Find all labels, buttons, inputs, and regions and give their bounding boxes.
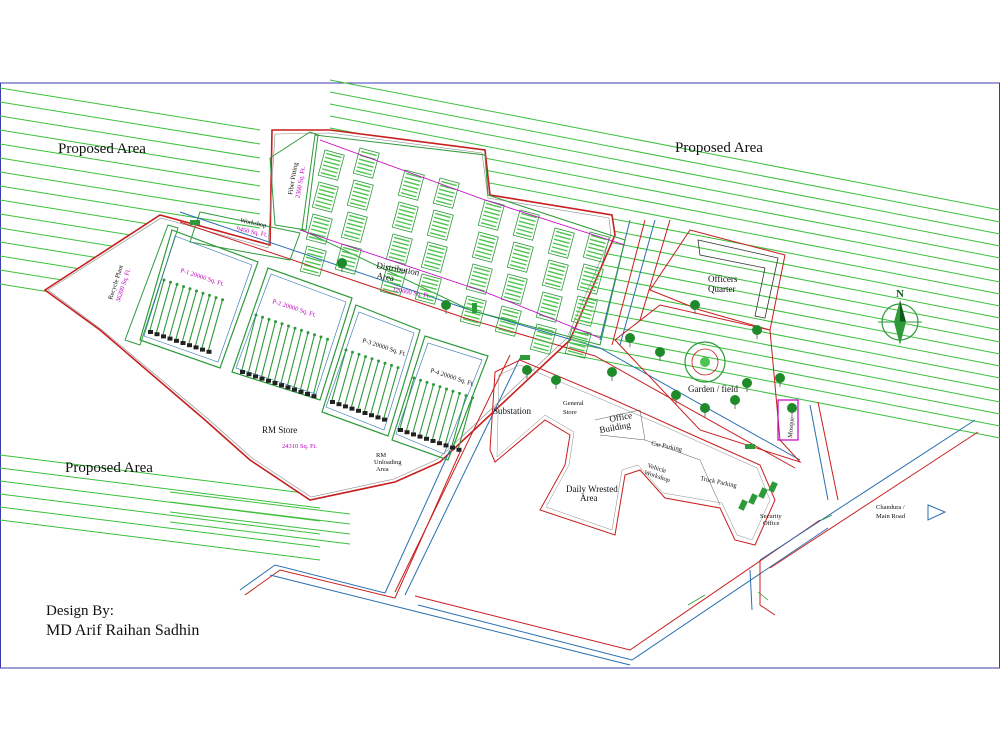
- general-store-label-line2: Store: [563, 409, 577, 416]
- distribution-rack: [529, 323, 557, 355]
- main-road-label: Chandura /: [876, 504, 905, 511]
- proposed-area-label-bottom-left: Proposed Area: [65, 460, 153, 476]
- security-office-label: Security: [760, 513, 782, 520]
- officers-quarter-label: Officers: [708, 274, 738, 284]
- recycle-plant-building: [124, 224, 179, 346]
- security-office-label-line2: Office: [763, 520, 780, 527]
- distribution-rack: [385, 233, 413, 265]
- officers-quarter-label-line2: Quarter: [708, 284, 735, 294]
- daily-wrested-label-line2: Area: [580, 493, 598, 503]
- distribution-rack: [494, 305, 522, 337]
- distribution-rack: [582, 231, 610, 263]
- car-parking-label: Car Parking: [651, 440, 684, 453]
- credit-designer-name: MD Arif Raihan Sadhin: [46, 622, 200, 639]
- distribution-rack: [500, 273, 528, 305]
- rm-unloading-label-line3: Area: [376, 466, 389, 473]
- distribution-rack: [512, 209, 540, 241]
- workshop-building: [189, 211, 301, 261]
- tree: [655, 347, 665, 357]
- distribution-rack: [317, 149, 345, 181]
- building-p2: [231, 267, 353, 401]
- distribution-label-line2: Area: [376, 270, 395, 283]
- credit-heading: Design By:: [46, 603, 114, 619]
- tree: [787, 403, 797, 413]
- distribution-area-outline: [301, 134, 626, 346]
- distribution-rack: [477, 199, 505, 231]
- distribution-rack: [414, 273, 442, 305]
- mosque-building: [777, 399, 799, 441]
- rm-store-label: RM Store: [262, 425, 297, 435]
- north-arrow: [878, 300, 922, 345]
- distribution-rack: [506, 241, 534, 273]
- tree: [742, 378, 752, 388]
- office-label-line2: Building: [599, 420, 632, 435]
- truck-parking-vehicles: [190, 220, 778, 511]
- distribution-rack: [465, 263, 493, 295]
- garden-fountain: [684, 341, 726, 383]
- rm-unloading-label-line2: Unloading: [374, 459, 402, 466]
- tree: [690, 300, 700, 310]
- tree: [441, 300, 451, 310]
- distribution-racks: [299, 147, 610, 359]
- building-p3: [321, 304, 421, 437]
- distribution-rack: [397, 169, 425, 201]
- distribution-rack: [311, 181, 339, 213]
- distribution-rack: [576, 263, 604, 295]
- tree: [671, 390, 681, 400]
- main-road-label-line2: Main Road: [876, 513, 906, 520]
- rm-unloading-label: RM: [376, 452, 386, 459]
- daily-wrested-label: Daily Wrested: [566, 484, 618, 494]
- north-label: N: [896, 288, 904, 300]
- distribution-rack: [379, 265, 407, 297]
- distribution-rack: [299, 245, 327, 277]
- distribution-rack: [346, 179, 374, 211]
- main-road-arrow: [927, 504, 947, 521]
- tree: [730, 395, 740, 405]
- tree: [607, 367, 617, 377]
- tree: [551, 375, 561, 385]
- tree: [522, 365, 532, 375]
- trees: [337, 258, 797, 417]
- distribution-rack: [340, 211, 368, 243]
- distribution-rack: [352, 147, 380, 179]
- road-markers: [687, 514, 833, 606]
- substation-label: Substation: [493, 406, 532, 416]
- building-p4: [391, 335, 489, 461]
- truck-parking-label: Truck Parking: [700, 475, 739, 490]
- distribution-rack: [459, 295, 487, 327]
- tree: [625, 333, 635, 343]
- officers-quarter-area: [649, 229, 786, 331]
- mosque-label: Mosque: [787, 417, 796, 439]
- proposed-area-label-top-left: Proposed Area: [58, 141, 146, 157]
- building-p1: [139, 229, 259, 369]
- distribution-rack: [570, 295, 598, 327]
- proposed-area-label-top-right: Proposed Area: [675, 140, 763, 156]
- distribution-rack: [547, 227, 575, 259]
- road-network: [179, 211, 979, 666]
- tree: [775, 373, 785, 383]
- tree: [752, 325, 762, 335]
- tree: [700, 403, 710, 413]
- distribution-rack: [420, 241, 448, 273]
- distribution-rack: [471, 231, 499, 263]
- service-block: [489, 359, 776, 546]
- tree: [337, 258, 347, 268]
- production-machines: [148, 278, 474, 452]
- rm-store-area: 24310 Sq. Ft.: [282, 443, 317, 450]
- distribution-rack: [391, 201, 419, 233]
- distribution-rack: [305, 213, 333, 245]
- distribution-rack: [541, 259, 569, 291]
- distribution-rack: [426, 209, 454, 241]
- general-store-label: General: [563, 400, 584, 407]
- garden-label: Garden / field: [688, 384, 738, 394]
- office-label: Office: [609, 410, 633, 424]
- site-boundary: [43, 129, 616, 501]
- fiber-pitting-building: [269, 131, 319, 231]
